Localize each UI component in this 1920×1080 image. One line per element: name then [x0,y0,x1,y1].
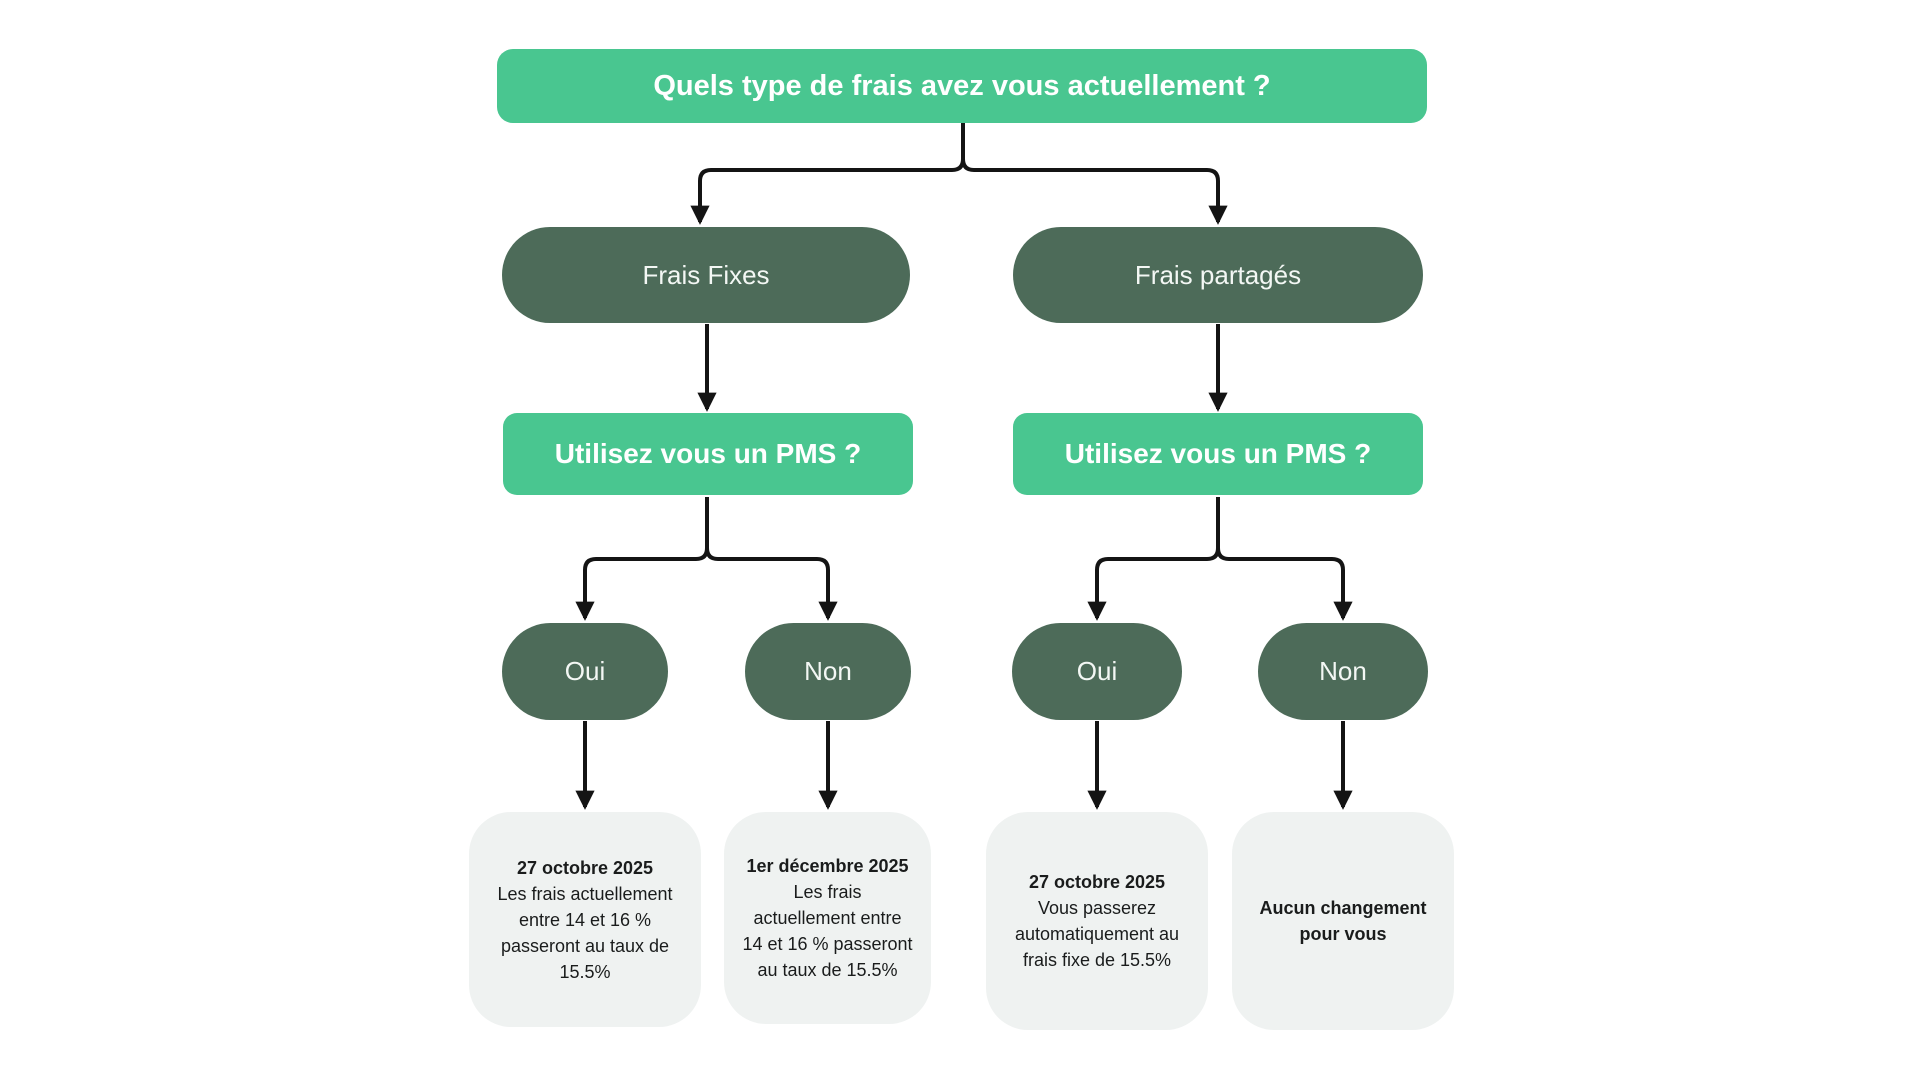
connector-pms-left-to-non [705,497,838,621]
result-frais-fixes-oui-detail: Les frais actuellement entre 14 et 16 % … [497,883,673,982]
branch-frais-fixes: Frais Fixes [502,227,910,323]
branch-frais-partages: Frais partagés [1013,227,1423,323]
result-frais-partages-non: Aucun changement pour vous [1232,812,1454,1030]
connector-pms-right-to-oui [1087,497,1220,621]
option-non-frais-partages: Non [1258,623,1428,720]
root-question-label: Quels type de frais avez vous actuelleme… [653,69,1271,102]
pms-question-right: Utilisez vous un PMS ? [1013,413,1423,495]
connector-root-to-frais-partages [961,123,1228,225]
option-non-frais-partages-label: Non [1319,656,1367,686]
root-question-box: Quels type de frais avez vous actuelleme… [497,49,1427,123]
result-frais-fixes-non-date: 1er décembre 2025 [746,856,909,876]
option-non-frais-fixes: Non [745,623,911,720]
result-frais-partages-non-text: Aucun changement pour vous [1259,898,1427,944]
result-frais-fixes-oui: 27 octobre 2025 Les frais actuellement e… [469,812,701,1027]
pms-question-right-label: Utilisez vous un PMS ? [1064,438,1372,469]
connector-pms-left-to-oui [575,497,709,621]
connector-pms-right-to-non [1216,497,1353,621]
option-oui-frais-fixes-label: Oui [564,656,606,686]
branch-frais-fixes-label: Frais Fixes [642,259,770,290]
option-non-frais-fixes-label: Non [804,656,852,686]
result-frais-fixes-non: 1er décembre 2025 Les frais actuellement… [724,812,931,1024]
option-oui-frais-partages: Oui [1012,623,1182,720]
option-oui-frais-partages-label: Oui [1076,656,1118,686]
result-frais-fixes-non-detail: Les frais actuellement entre 14 et 16 % … [742,882,913,980]
option-oui-frais-fixes: Oui [502,623,668,720]
connector-root-to-frais-fixes [690,123,965,225]
pms-question-left: Utilisez vous un PMS ? [503,413,913,495]
pms-question-left-label: Utilisez vous un PMS ? [554,438,862,469]
branch-frais-partages-label: Frais partagés [1134,259,1302,290]
result-frais-fixes-oui-date: 27 octobre 2025 [516,857,654,878]
result-frais-partages-oui: 27 octobre 2025 Vous passerez automatiqu… [986,812,1208,1030]
result-frais-partages-oui-detail: Vous passerez automatiquement au frais f… [1014,898,1180,970]
result-frais-partages-oui-date: 27 octobre 2025 [1028,872,1166,892]
